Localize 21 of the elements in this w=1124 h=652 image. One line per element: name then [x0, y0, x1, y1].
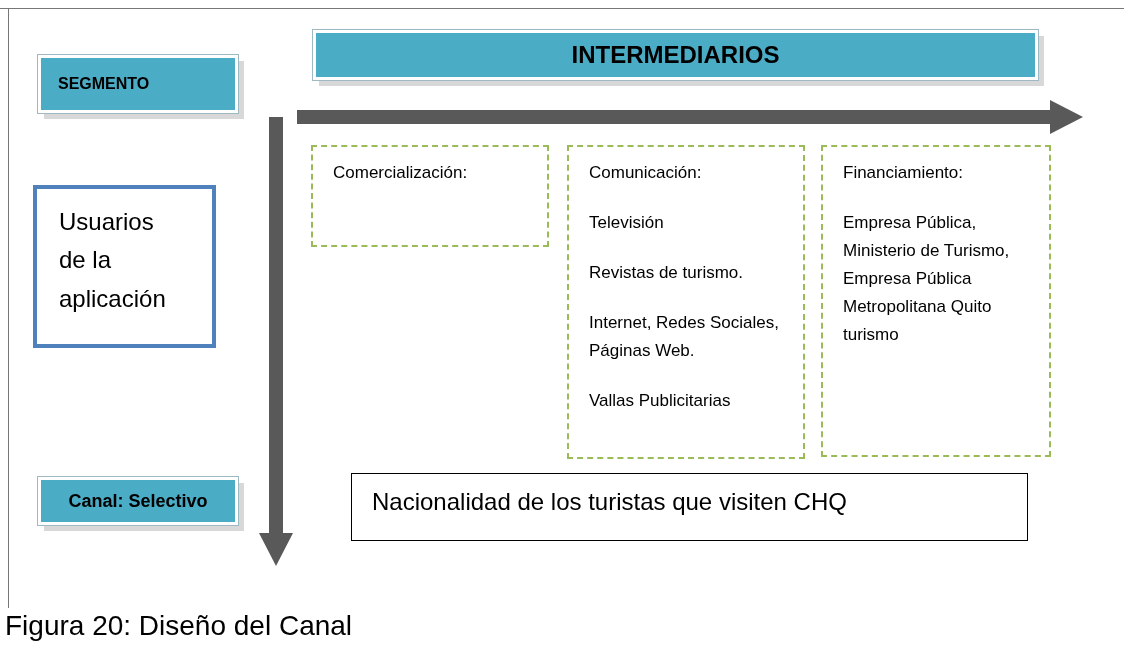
box-text: Nacionalidad de los turistas que visiten CHQ — [372, 488, 848, 516]
box-text: Financiamiento: — [843, 162, 964, 184]
box-text: Usuarios de la aplicación — [59, 207, 167, 314]
box-text: Canal: Selectivo — [67, 490, 209, 512]
text-box — [567, 145, 805, 459]
thick-arrow — [297, 100, 1084, 134]
text-box — [311, 145, 549, 247]
box-text: Revistas de turismo. — [589, 262, 744, 284]
box-text: Televisión — [589, 212, 665, 234]
box-text: Comercialización: — [333, 162, 469, 184]
box-text: Comunicación: — [589, 162, 703, 184]
thick-arrow — [259, 117, 293, 566]
figure-caption: Figura 20: Diseño del Canal — [5, 610, 353, 642]
text-box — [351, 473, 1028, 541]
text-box — [33, 185, 216, 348]
box-text: Vallas Publicitarias — [589, 390, 732, 412]
box-text: SEGMENTO — [58, 75, 151, 93]
box-text: Empresa Pública, Ministerio de Turismo, Empresa Pública Metropolitana Quito turismo — [843, 212, 1011, 346]
text-box — [821, 145, 1051, 457]
box-text: INTERMEDIARIOS — [570, 41, 781, 69]
box-text: Internet, Redes Sociales, Páginas Web. — [589, 312, 780, 362]
